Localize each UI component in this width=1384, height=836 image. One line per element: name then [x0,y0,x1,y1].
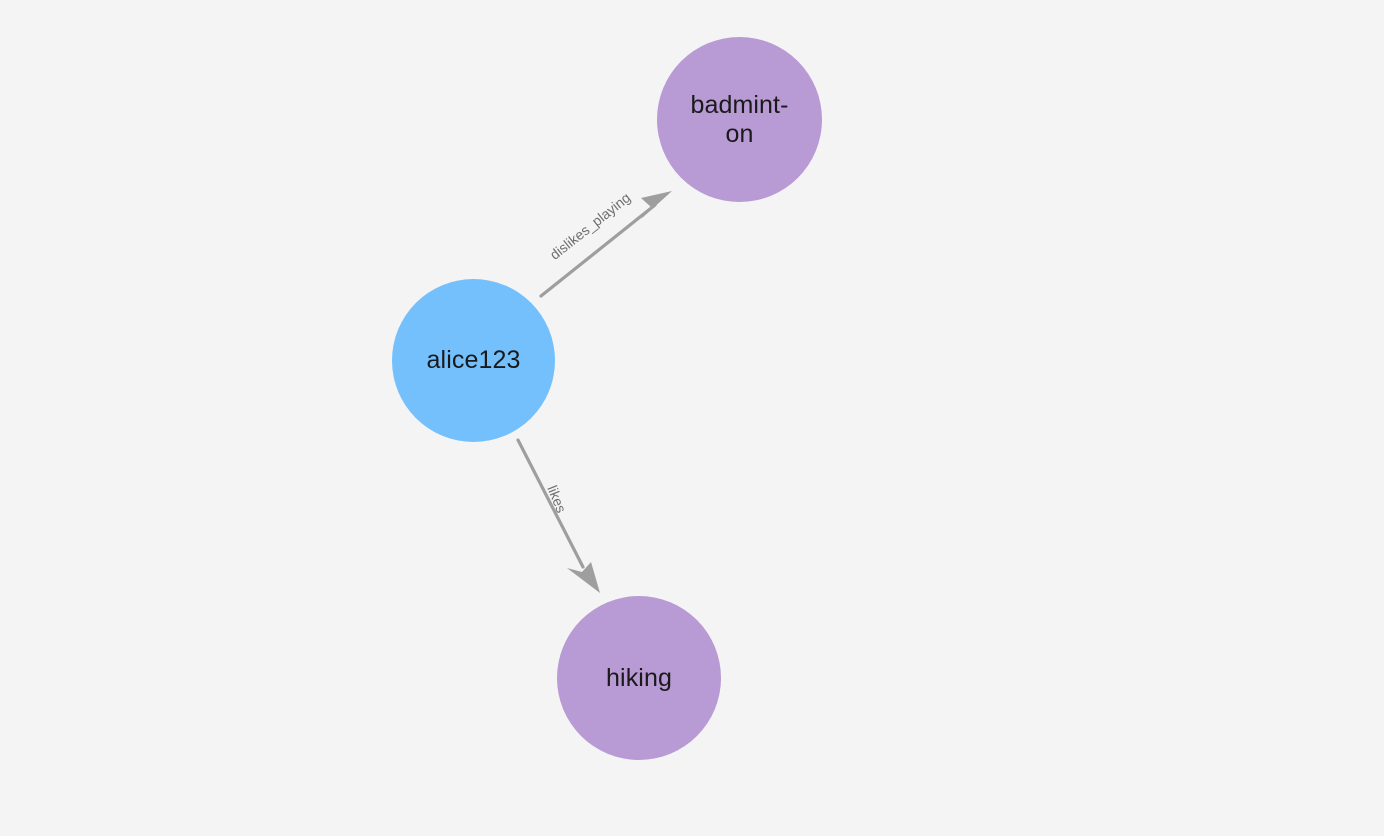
edge-line [516,438,585,569]
edge-alice123-badminton[interactable] [539,191,672,298]
node-label-badminton: badmint- on [690,91,789,148]
node-label-hiking: hiking [606,663,672,692]
edge-line [539,203,657,298]
graph-node-alice123[interactable]: alice123 [392,279,555,442]
edge-alice123-hiking[interactable] [516,438,600,593]
arrowhead-icon [641,191,672,219]
graph-node-hiking[interactable]: hiking [557,596,721,760]
arrowhead-icon [567,562,600,593]
node-label-alice123: alice123 [426,346,521,375]
graph-node-badminton[interactable]: badmint- on [657,37,822,202]
